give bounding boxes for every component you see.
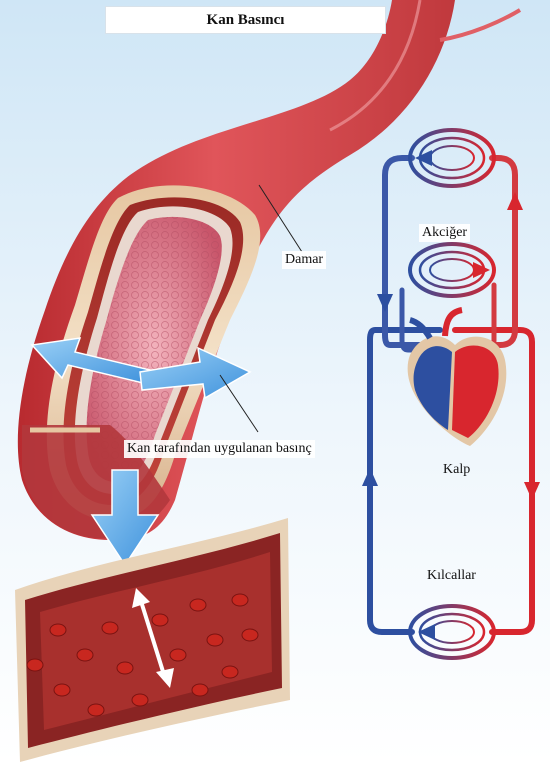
blood-cell-icon bbox=[170, 649, 186, 661]
page-title: Kan Basıncı bbox=[105, 6, 386, 34]
blood-cell-icon bbox=[50, 624, 66, 636]
blood-cell-icon bbox=[77, 649, 93, 661]
pressure-label: Kan tarafından uygulanan basınç bbox=[124, 440, 315, 458]
blood-cell-icon bbox=[88, 704, 104, 716]
blood-cell-icon bbox=[117, 662, 133, 674]
blood-cell-icon bbox=[132, 694, 148, 706]
vessel-label: Damar bbox=[282, 251, 326, 269]
blood-cell-icon bbox=[27, 659, 43, 671]
blood-cell-icon bbox=[192, 684, 208, 696]
blood-cell-icon bbox=[242, 629, 258, 641]
blood-cell-icon bbox=[207, 634, 223, 646]
heart-label: Kalp bbox=[440, 461, 473, 479]
blood-cell-icon bbox=[222, 666, 238, 678]
blood-cell-icon bbox=[54, 684, 70, 696]
lungs-label: Akciğer bbox=[419, 224, 470, 242]
blood-cell-icon bbox=[152, 614, 168, 626]
capillaries-label: Kılcallar bbox=[424, 567, 479, 585]
blood-cell-icon bbox=[232, 594, 248, 606]
blood-cell-icon bbox=[102, 622, 118, 634]
blood-cell-icon bbox=[190, 599, 206, 611]
